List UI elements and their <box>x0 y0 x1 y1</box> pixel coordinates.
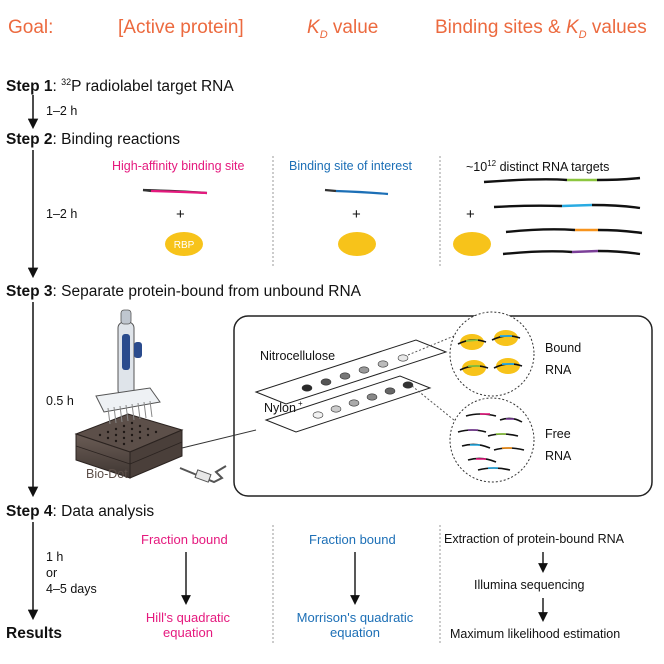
bound-complexes <box>457 330 523 376</box>
bound-label-2: RNA <box>545 363 572 377</box>
plus-sign-1: + <box>176 206 185 223</box>
free-label-2: RNA <box>545 449 572 463</box>
nitrocellulose-dots <box>301 354 409 392</box>
morrisons-equation-line-2: equation <box>330 625 380 640</box>
fraction-bound-2: Fraction bound <box>309 532 396 547</box>
high-affinity-heading: High-affinity binding site <box>112 159 245 173</box>
hills-equation-line-2: equation <box>163 625 213 640</box>
goal-binding-sites: Binding sites & KD values <box>435 17 647 41</box>
protein-col3 <box>453 232 491 256</box>
free-rna-circle <box>449 397 535 483</box>
step-1-superscript: 32 <box>61 77 72 87</box>
binding-sites-head: Binding sites & <box>435 17 566 38</box>
results-text: Results <box>6 625 62 642</box>
step-4-label: Step 4 <box>6 503 53 520</box>
step-1: Step 1: 32P radiolabel target RNA <box>6 77 234 96</box>
step-1-text: P radiolabel target RNA <box>71 78 234 96</box>
time-step-4a: 1 h <box>46 550 64 564</box>
step-2-label: Step 2 <box>6 131 53 148</box>
free-label-1: Free <box>545 427 571 441</box>
kd-subscript-2: D <box>578 28 587 41</box>
bound-label-1: Bound <box>545 341 581 355</box>
bio-dot-label: Bio-Dot <box>86 467 128 481</box>
bound-rna-circle <box>449 311 535 397</box>
rna-targets-pre: ~10 <box>466 160 488 175</box>
extraction-step: Extraction of protein-bound RNA <box>444 532 624 546</box>
rbp-label: RBP <box>174 240 195 251</box>
step-4: Step 4: Data analysis <box>6 503 155 520</box>
step-3: Step 3: Separate protein-bound from unbo… <box>6 283 361 300</box>
hills-equation-line-1: Hill's quadratic <box>145 610 231 625</box>
kd-values-tail: values <box>586 17 647 38</box>
interest-site-rna <box>324 188 389 196</box>
connector-free <box>411 385 455 421</box>
time-step-1: 1–2 h <box>46 104 78 118</box>
morrisons-equation-line-1: Morrison's quadratic <box>296 610 414 625</box>
rbp-protein <box>165 232 203 256</box>
separation-panel <box>233 315 653 497</box>
rna-targets-heading: ~1012 distinct RNA targets <box>466 159 609 174</box>
nylon-dots <box>312 381 414 419</box>
time-step-4b: or <box>46 566 58 580</box>
bio-dot-device <box>74 413 227 484</box>
rna-targets-exponent: 12 <box>487 159 497 168</box>
multichannel-pipette <box>95 309 161 425</box>
kd-symbol-2: K <box>565 17 579 38</box>
step-3-text: Separate protein-bound from unbound RNA <box>61 283 361 300</box>
rna-targets-post: distinct RNA targets <box>496 160 610 175</box>
morrisons-equation: Morrison's quadratic equation <box>288 610 422 640</box>
hills-equation: Hill's quadratic equation <box>133 610 243 640</box>
goal-kd-value: KD value <box>307 17 378 41</box>
time-step-2: 1–2 h <box>46 207 78 221</box>
connector-bound <box>407 335 455 356</box>
nitrocellulose-label: Nitrocellulose <box>260 349 335 363</box>
free-rnas <box>457 413 525 471</box>
kd-subscript: D <box>319 28 328 41</box>
step-2-text: Binding reactions <box>61 131 181 148</box>
rna-library <box>483 176 643 256</box>
device-to-panel-line <box>181 429 257 449</box>
plus-sign-3: + <box>466 206 475 223</box>
mle-step: Maximum likelihood estimation <box>450 627 621 641</box>
site-of-interest-heading: Binding site of interest <box>289 159 412 173</box>
nylon-label: Nylon <box>264 401 296 415</box>
kd-tail: value <box>327 17 379 38</box>
kd-symbol: K <box>307 17 320 38</box>
step-4-text: Data analysis <box>61 503 155 520</box>
step-2: Step 2: Binding reactions <box>6 131 181 148</box>
illumina-step: Illumina sequencing <box>474 578 585 592</box>
protein-col2 <box>338 232 376 256</box>
step-3-label: Step 3 <box>6 283 53 300</box>
step-1-label: Step 1 <box>6 78 53 96</box>
goal-active-protein: [Active protein] <box>118 17 244 38</box>
nylon-superscript: + <box>298 399 303 408</box>
fraction-bound-1: Fraction bound <box>141 532 228 547</box>
time-step-3: 0.5 h <box>46 394 74 408</box>
plus-sign-2: + <box>352 206 361 223</box>
high-affinity-rna <box>142 188 208 195</box>
time-step-4c: 4–5 days <box>46 582 97 596</box>
results-label: Results <box>6 625 62 643</box>
goal-label: Goal: <box>8 17 54 38</box>
